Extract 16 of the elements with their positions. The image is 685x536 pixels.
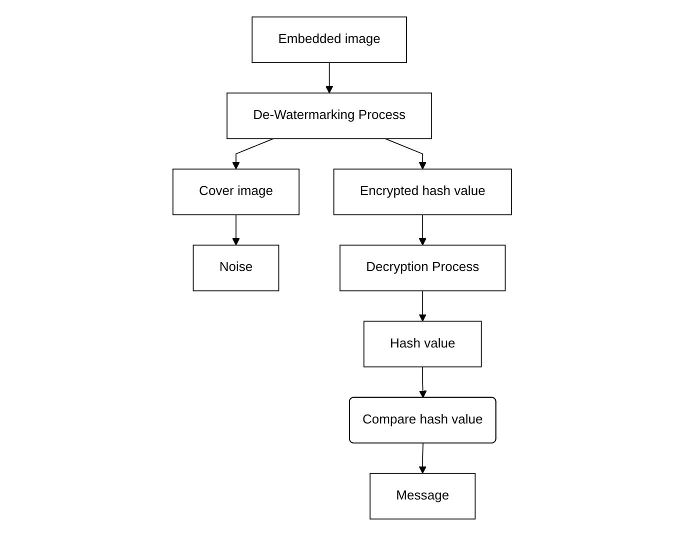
arrow bbox=[419, 442, 427, 474]
arrow bbox=[232, 214, 240, 246]
node-box: Decryption Process bbox=[340, 244, 506, 292]
arrow bbox=[419, 290, 427, 322]
arrow bbox=[419, 214, 427, 246]
node-box: Embedded image bbox=[252, 16, 408, 64]
node-box: Message bbox=[370, 472, 476, 520]
arrow bbox=[385, 138, 427, 170]
arrow bbox=[326, 62, 334, 94]
node-box: Cover image bbox=[172, 168, 300, 216]
node-box: Noise bbox=[193, 244, 280, 292]
arrow bbox=[232, 138, 274, 170]
node-box: Hash value bbox=[364, 320, 482, 368]
node-box: Encrypted hash value bbox=[334, 168, 512, 216]
node-box: De-Watermarking Process bbox=[226, 92, 432, 140]
arrow bbox=[419, 366, 427, 398]
